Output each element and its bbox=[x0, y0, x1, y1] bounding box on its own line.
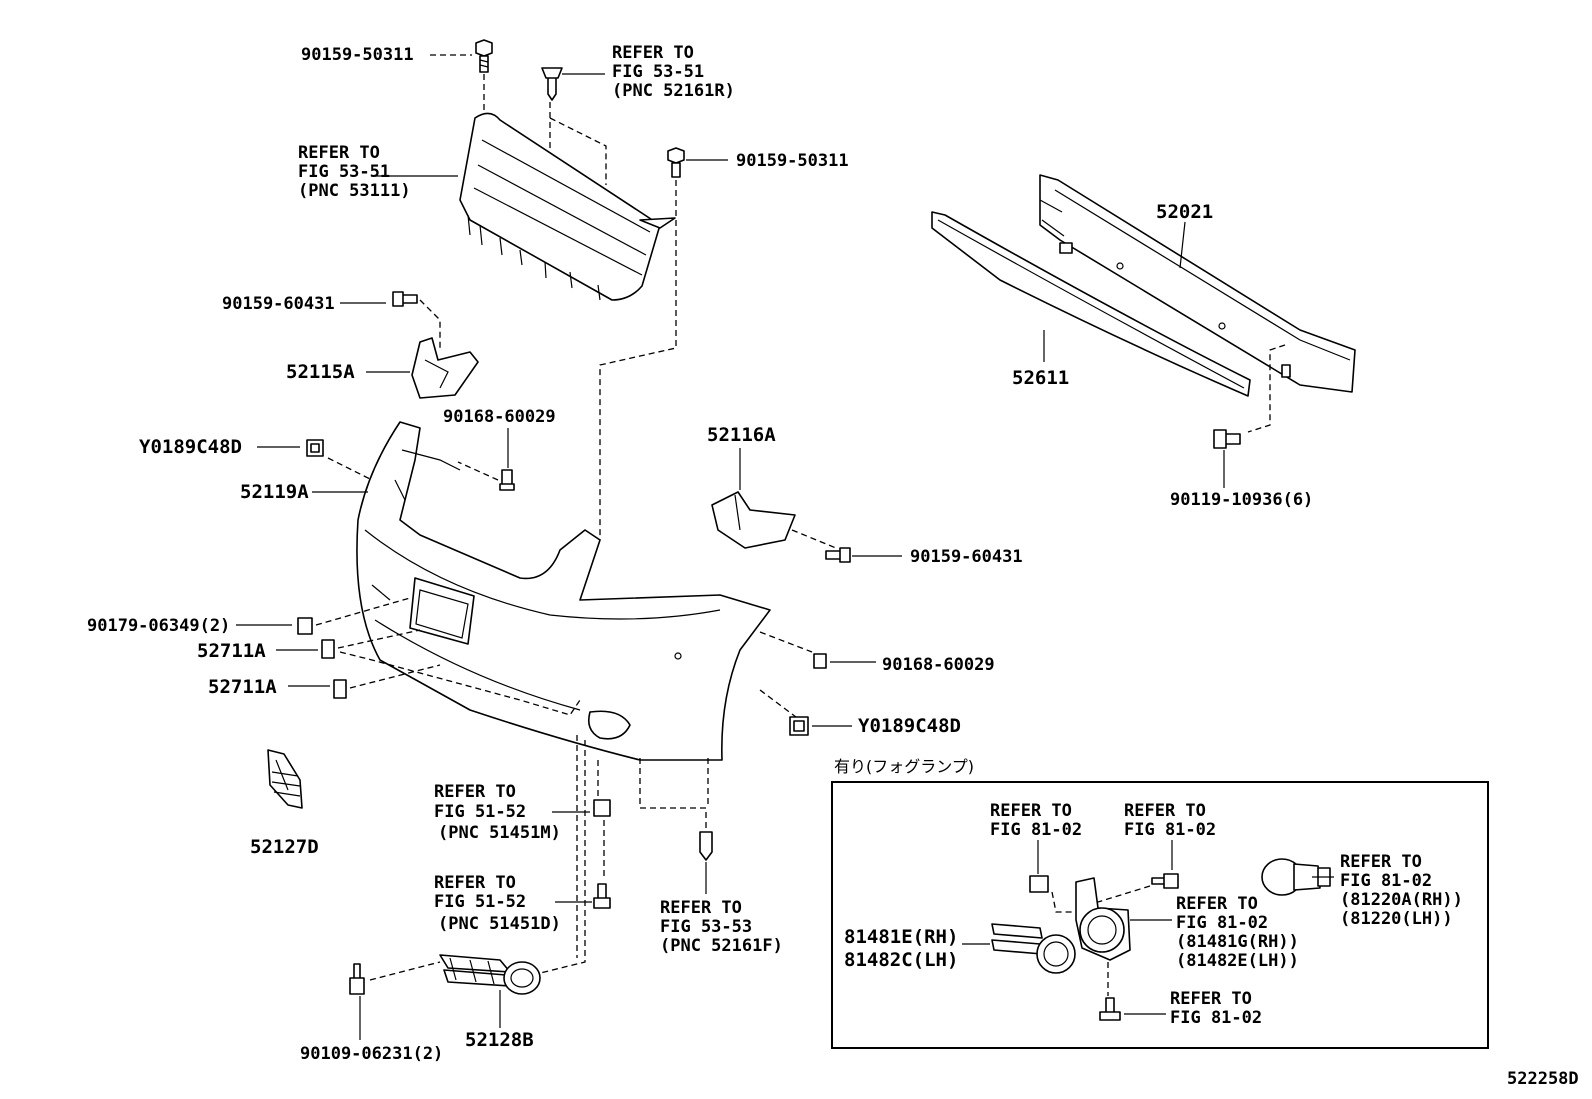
label-fog-lamp-2: FIG 81-02 bbox=[1340, 871, 1432, 891]
reinforcement-52021[interactable] bbox=[1039, 174, 1356, 393]
bumper-cover-52119a[interactable] bbox=[356, 421, 771, 761]
screw-90168-60029-lower[interactable] bbox=[813, 653, 827, 669]
label-screw-mid: 90168-60029 bbox=[443, 407, 556, 427]
bracket-52115a[interactable] bbox=[411, 337, 479, 399]
fog-lamp-box bbox=[831, 781, 1489, 1049]
label-absorber: 52611 bbox=[1012, 367, 1069, 389]
fog-bracket-81481g[interactable] bbox=[1075, 877, 1131, 961]
clip-fog-bottom[interactable] bbox=[1099, 997, 1121, 1021]
label-clip-refer-2: FIG 53-51 bbox=[612, 62, 704, 82]
absorber-52611[interactable] bbox=[931, 211, 1251, 397]
label-bolt-reinforce: 90119-10936(6) bbox=[1170, 490, 1313, 510]
label-cover: 52119A bbox=[240, 481, 309, 503]
nut-y0189c48d-left[interactable] bbox=[306, 439, 324, 457]
screw-fog-2[interactable] bbox=[1151, 873, 1179, 889]
label-screw-right: 90159-60431 bbox=[910, 547, 1023, 567]
label-cover-lower: 52128B bbox=[465, 1029, 534, 1051]
label-fog-ref2-1: REFER TO bbox=[1124, 801, 1206, 821]
label-bracket-r: 52116A bbox=[707, 424, 776, 446]
label-ref-5353-2: FIG 53-53 bbox=[660, 917, 752, 937]
clip-fog-1[interactable] bbox=[1029, 875, 1049, 893]
label-screw-bottom: 90109-06231(2) bbox=[300, 1044, 443, 1064]
label-fog-cover-lh: 81482C(LH) bbox=[844, 949, 958, 971]
fog-lamp-81220[interactable] bbox=[1261, 858, 1331, 896]
nut-y0189c48d-right[interactable] bbox=[789, 716, 809, 736]
bolt-90159-50311-top[interactable] bbox=[475, 39, 493, 73]
bracket-52116a[interactable] bbox=[711, 491, 796, 549]
label-ret-2: 52711A bbox=[208, 676, 277, 698]
label-grille-refer-2: FIG 53-51 bbox=[298, 162, 390, 182]
label-fog-bottom-2: FIG 81-02 bbox=[1170, 1008, 1262, 1028]
label-nut-right: Y0189C48D bbox=[858, 715, 961, 737]
cover-lower-52128b[interactable] bbox=[439, 954, 541, 995]
label-ref-5152d-1: REFER TO bbox=[434, 873, 516, 893]
label-grille-lower: 52127D bbox=[250, 836, 319, 858]
label-fog-lamp-4: (81220(LH)) bbox=[1340, 909, 1453, 929]
label-ref-5152d-2: FIG 51-52 bbox=[434, 892, 526, 912]
label-fog-ref2-2: FIG 81-02 bbox=[1124, 820, 1216, 840]
fog-section-title: 有り(フォグランプ) bbox=[834, 757, 974, 776]
label-bracket-l: 52115A bbox=[286, 361, 355, 383]
screw-90168-60029-top[interactable] bbox=[499, 469, 515, 491]
label-screw-left: 90159-60431 bbox=[222, 294, 335, 314]
retainer-52711a-1[interactable] bbox=[321, 639, 335, 659]
label-fog-lamp-3: (81220A(RH)) bbox=[1340, 890, 1463, 910]
label-ref-5152d-3: (PNC 51451D) bbox=[438, 914, 561, 934]
label-fog-bottom-1: REFER TO bbox=[1170, 989, 1252, 1009]
label-ref-5152m-3: (PNC 51451M) bbox=[438, 823, 561, 843]
clip-52161r[interactable] bbox=[541, 67, 563, 101]
clip-90179-06349[interactable] bbox=[297, 617, 313, 635]
label-bolt-top: 90159-50311 bbox=[301, 45, 414, 65]
label-fog-bracket-3: (81481G(RH)) bbox=[1176, 932, 1299, 952]
label-fog-ref1-1: REFER TO bbox=[990, 801, 1072, 821]
label-fog-bracket-4: (81482E(LH)) bbox=[1176, 951, 1299, 971]
clip-52161f[interactable] bbox=[699, 831, 713, 861]
figure-code: 522258D bbox=[1507, 1069, 1579, 1089]
label-ref-5152m-1: REFER TO bbox=[434, 782, 516, 802]
label-clip-refer-1: REFER TO bbox=[612, 43, 694, 63]
label-ref-5353-1: REFER TO bbox=[660, 898, 742, 918]
label-grille-refer-3: (PNC 53111) bbox=[298, 181, 411, 201]
label-fog-cover-rh: 81481E(RH) bbox=[844, 926, 958, 948]
retainer-52711a-2[interactable] bbox=[333, 679, 347, 699]
label-fog-bracket-2: FIG 81-02 bbox=[1176, 913, 1268, 933]
label-clip-plate: 90179-06349(2) bbox=[87, 616, 230, 636]
radiator-grille[interactable] bbox=[459, 112, 676, 301]
label-fog-ref1-2: FIG 81-02 bbox=[990, 820, 1082, 840]
label-ref-5152m-2: FIG 51-52 bbox=[434, 802, 526, 822]
screw-90109-06231[interactable] bbox=[349, 963, 365, 995]
label-ret-1: 52711A bbox=[197, 640, 266, 662]
label-screw-lower-r: 90168-60029 bbox=[882, 655, 995, 675]
label-reinforce: 52021 bbox=[1156, 201, 1213, 223]
label-ref-5353-3: (PNC 52161F) bbox=[660, 936, 783, 956]
screw-90159-60431-right[interactable] bbox=[825, 547, 851, 563]
screw-51451d[interactable] bbox=[593, 883, 611, 909]
label-bolt-right: 90159-50311 bbox=[736, 151, 849, 171]
label-fog-lamp-1: REFER TO bbox=[1340, 852, 1422, 872]
fog-cover-81481e[interactable] bbox=[991, 923, 1076, 974]
bolt-90119-10936[interactable] bbox=[1213, 429, 1241, 449]
clip-51451m[interactable] bbox=[593, 799, 611, 817]
label-clip-refer-3: (PNC 52161R) bbox=[612, 81, 735, 101]
label-grille-refer-1: REFER TO bbox=[298, 143, 380, 163]
bolt-90159-50311-right[interactable] bbox=[667, 147, 685, 178]
label-fog-bracket-1: REFER TO bbox=[1176, 894, 1258, 914]
screw-90159-60431-left[interactable] bbox=[392, 291, 418, 307]
grille-lower-52127d[interactable] bbox=[267, 749, 303, 809]
label-nut-left: Y0189C48D bbox=[139, 436, 242, 458]
